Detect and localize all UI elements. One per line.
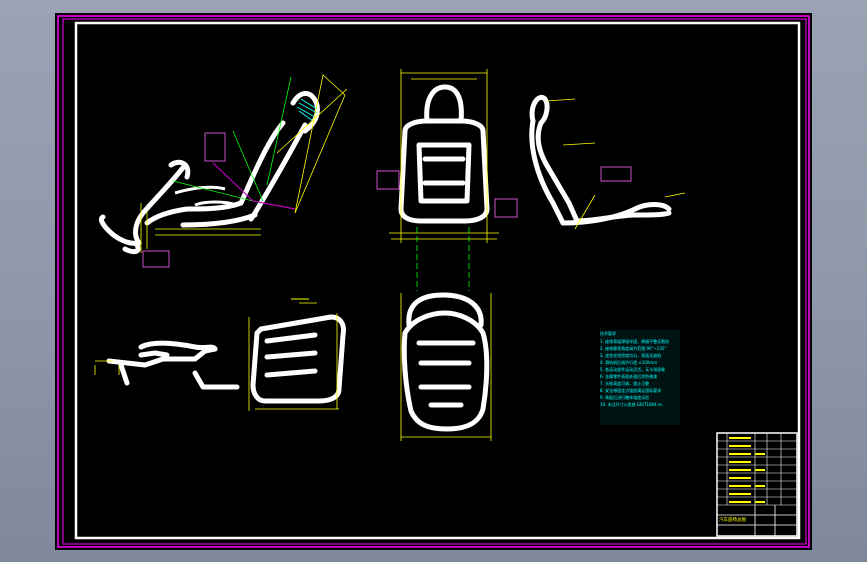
right-side-view-dimensions bbox=[546, 98, 686, 230]
notes-line-2: 2. 座椅靠背角度调节范围 90°~135° bbox=[600, 345, 666, 351]
notes-line-4: 4. 滑轨前后调节行程 ±100mm bbox=[600, 359, 657, 365]
label-block-5 bbox=[600, 166, 632, 182]
drawing-border bbox=[74, 21, 801, 540]
front-view-labels bbox=[376, 170, 518, 218]
part-material-cell bbox=[755, 469, 765, 471]
title-block[interactable]: 汽车座椅总图 bbox=[716, 432, 798, 537]
notes-line-3: 3. 坐垫发泡密度均匀，表面无缺陷 bbox=[600, 352, 661, 358]
parts-list bbox=[717, 433, 797, 506]
notes-line-7: 7. 头枕高度可调，锁止可靠 bbox=[600, 380, 649, 386]
seat-cushion-top[interactable] bbox=[250, 314, 346, 404]
part-name-cell bbox=[729, 469, 751, 471]
part-name-cell bbox=[729, 485, 751, 487]
inner-frame bbox=[62, 18, 807, 545]
part-name-cell bbox=[729, 453, 751, 455]
seat-back-view[interactable] bbox=[401, 292, 490, 432]
seat-cushion-top-dimensions bbox=[248, 302, 339, 411]
notes-line-8: 8. 安全带固定点强度满足国标要求 bbox=[600, 387, 661, 393]
side-view-labels bbox=[142, 132, 226, 268]
side-view-headrest-hatch bbox=[296, 98, 318, 122]
part-name-cell bbox=[729, 477, 751, 479]
front-view[interactable] bbox=[398, 84, 490, 224]
seat-frame-side-dimensions bbox=[94, 360, 120, 375]
side-view-dimensions bbox=[140, 74, 348, 253]
label-block-2 bbox=[142, 250, 170, 268]
cad-viewport[interactable]: 技术要求 1. 座椅骨架焊接牢固，焊缝平整无裂纹 2. 座椅靠背角度调节范围 9… bbox=[55, 13, 812, 550]
label-block-1 bbox=[204, 132, 226, 162]
part-material-cell bbox=[755, 501, 765, 503]
technical-notes: 技术要求 1. 座椅骨架焊接牢固，焊缝平整无裂纹 2. 座椅靠背角度调节范围 9… bbox=[600, 330, 680, 425]
right-side-view[interactable] bbox=[529, 95, 672, 226]
front-view-centerlines bbox=[416, 227, 470, 291]
part-name-cell bbox=[729, 493, 751, 495]
side-view-cushion-sections bbox=[174, 185, 238, 207]
parts-list-text bbox=[729, 437, 765, 503]
notes-title: 技术要求 bbox=[600, 330, 616, 336]
seat-frame-side[interactable] bbox=[106, 340, 240, 390]
side-view[interactable] bbox=[98, 91, 320, 255]
seat-back-view-dimensions bbox=[400, 293, 492, 441]
outer-frame bbox=[57, 15, 810, 548]
title-block-name: 汽车座椅总图 bbox=[719, 516, 746, 523]
notes-line-5: 5. 各运动部件运动灵活，无卡滞现象 bbox=[600, 366, 665, 372]
notes-line-6: 6. 金属零件表面处理后涂防锈漆 bbox=[600, 373, 657, 379]
label-block-3 bbox=[376, 170, 400, 190]
right-side-view-labels bbox=[600, 166, 632, 182]
notes-line-9: 9. 装配后进行整体强度试验 bbox=[600, 394, 649, 400]
part-material-cell bbox=[755, 485, 765, 487]
part-name-cell bbox=[729, 501, 751, 503]
part-material-cell bbox=[755, 453, 765, 455]
front-view-dimensions bbox=[389, 69, 499, 243]
notes-line-10: 10. 未注尺寸公差按 GB/T1804-m bbox=[600, 401, 662, 407]
title-block-frame bbox=[716, 432, 798, 537]
notes-highlight bbox=[600, 330, 680, 425]
title-block-lower bbox=[717, 505, 797, 536]
part-name-cell bbox=[729, 437, 751, 439]
part-name-cell bbox=[729, 445, 751, 447]
part-name-cell bbox=[729, 461, 751, 463]
side-view-angle-lines bbox=[212, 162, 296, 210]
side-view-centerlines bbox=[172, 76, 292, 204]
notes-line-1: 1. 座椅骨架焊接牢固，焊缝平整无裂纹 bbox=[600, 338, 669, 344]
label-block-4 bbox=[494, 198, 518, 218]
